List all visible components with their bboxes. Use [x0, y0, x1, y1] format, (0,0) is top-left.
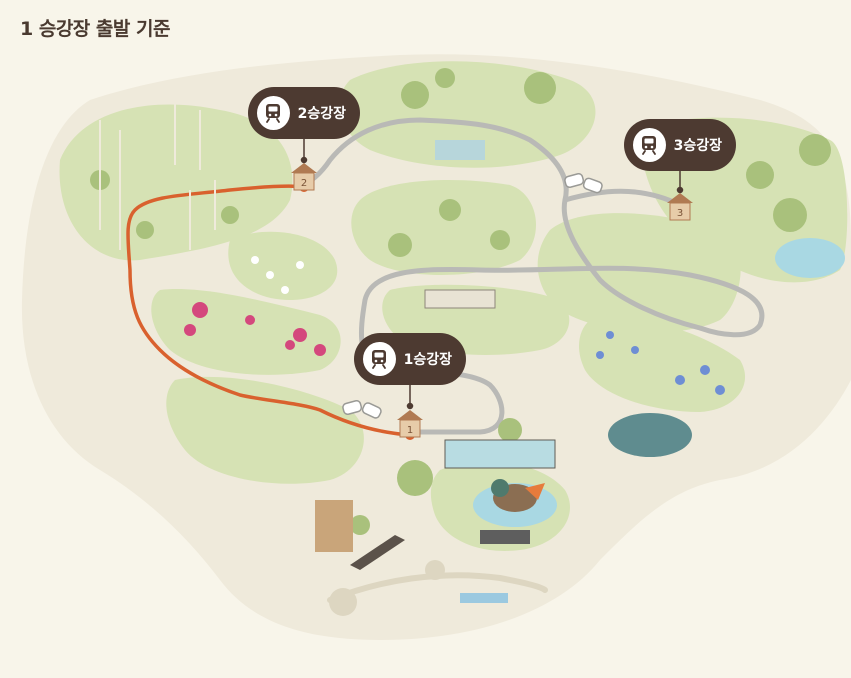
- station-sign-3: 3: [667, 193, 693, 221]
- train-track-branch: [562, 188, 683, 208]
- tree-illustrations: [90, 68, 831, 535]
- train-cars: [342, 172, 603, 419]
- station-pin-3-label: 3승강장: [673, 138, 722, 154]
- pin-tails: [300, 138, 684, 410]
- train-icon: [257, 96, 290, 130]
- station-signs: 1 2 3: [291, 163, 693, 438]
- station-sign-1: 1: [397, 410, 423, 438]
- station-sign-3-number: 3: [677, 208, 683, 219]
- station-sign-2: 2: [291, 163, 317, 191]
- station-sign-1-number: 1: [407, 425, 413, 436]
- station-pin-1[interactable]: 1승강장: [354, 333, 466, 385]
- duck-illustration: [491, 479, 545, 512]
- station-sign-2-number: 2: [301, 178, 307, 189]
- station-pin-2[interactable]: 2승강장: [248, 87, 360, 139]
- station-pin-3[interactable]: 3승강장: [624, 119, 736, 171]
- station-pin-1-label: 1승강장: [403, 352, 452, 368]
- station-pin-2-label: 2승강장: [297, 106, 346, 122]
- train-route: [126, 184, 412, 437]
- walkways: [327, 560, 548, 616]
- buildings: [315, 140, 556, 603]
- flower-beds: [184, 256, 725, 395]
- train-icon: [363, 342, 396, 376]
- page-title: 1 승강장 출발 기준: [20, 18, 170, 40]
- train-icon: [633, 128, 666, 162]
